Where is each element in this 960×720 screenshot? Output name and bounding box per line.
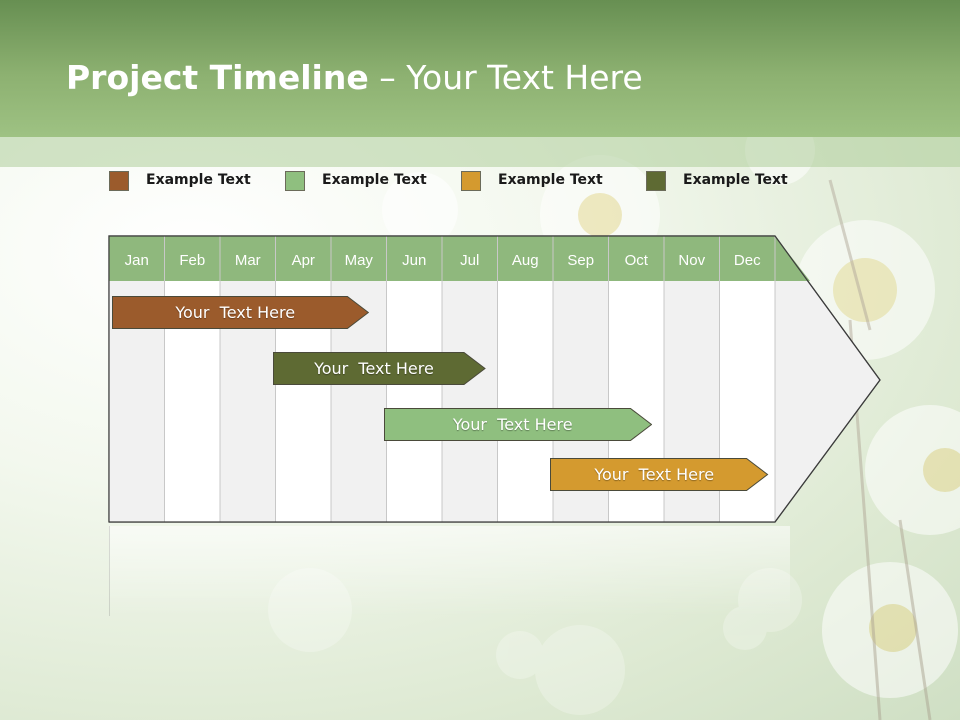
month-label: Apr — [292, 252, 315, 269]
legend-swatch — [109, 171, 129, 191]
task-bar: Your Text Here — [550, 458, 769, 491]
task-label: Your Text Here — [175, 303, 296, 322]
month-header-cell — [497, 236, 553, 281]
month-header-cell — [109, 236, 165, 281]
slide-title: Project Timeline – Your Text Here — [66, 58, 643, 97]
month-header-cell — [386, 236, 442, 281]
month-label: Oct — [625, 252, 649, 269]
month-column — [497, 281, 553, 522]
task-arrow-shape — [272, 352, 486, 385]
month-label: Jan — [125, 252, 149, 269]
month-label: Jul — [460, 252, 479, 269]
month-header-cell — [608, 236, 664, 281]
month-column — [386, 281, 442, 522]
legend-swatch — [285, 171, 305, 191]
title-bold: Project Timeline — [66, 58, 369, 97]
month-column — [442, 281, 498, 522]
task-bar: Your Text Here — [112, 296, 370, 329]
month-header-cell — [275, 236, 331, 281]
month-header-cell — [164, 236, 220, 281]
task-arrow-shape — [383, 408, 653, 441]
month-header-cell — [553, 236, 609, 281]
legend-label: Example Text — [322, 172, 427, 188]
timeline-reflection — [109, 526, 790, 616]
month-header-cell — [442, 236, 498, 281]
header-band — [0, 137, 960, 167]
month-label: Feb — [179, 252, 205, 269]
task-arrow — [112, 296, 370, 329]
month-header-cell — [664, 236, 720, 281]
legend-label: Example Text — [498, 172, 603, 188]
legend-label: Example Text — [146, 172, 251, 188]
month-label: Nov — [678, 252, 705, 269]
task-bar: Your Text Here — [272, 352, 486, 385]
month-label: Jun — [402, 252, 426, 269]
task-bar: Your Text Here — [383, 408, 653, 441]
month-header-cell — [220, 236, 276, 281]
task-arrow — [383, 408, 653, 441]
timeline-outline — [108, 235, 881, 523]
task-label: Your Text Here — [314, 359, 434, 378]
task-label: Your Text Here — [594, 465, 715, 484]
task-arrow — [272, 352, 486, 385]
month-label: Mar — [235, 252, 261, 269]
month-header-cell — [719, 236, 775, 281]
task-label: Your Text Here — [452, 415, 573, 434]
month-label: Aug — [512, 252, 539, 269]
task-arrow-shape — [112, 296, 370, 329]
month-label: May — [345, 252, 374, 269]
month-header-cell — [331, 236, 387, 281]
month-label: Dec — [734, 252, 761, 269]
slide-header — [0, 0, 960, 137]
title-rest: – Your Text Here — [368, 58, 643, 97]
legend-label: Example Text — [683, 172, 788, 188]
month-label: Sep — [567, 252, 594, 269]
legend-swatch — [646, 171, 666, 191]
task-arrow-shape — [550, 458, 769, 491]
legend-swatch — [461, 171, 481, 191]
task-arrow — [550, 458, 769, 491]
